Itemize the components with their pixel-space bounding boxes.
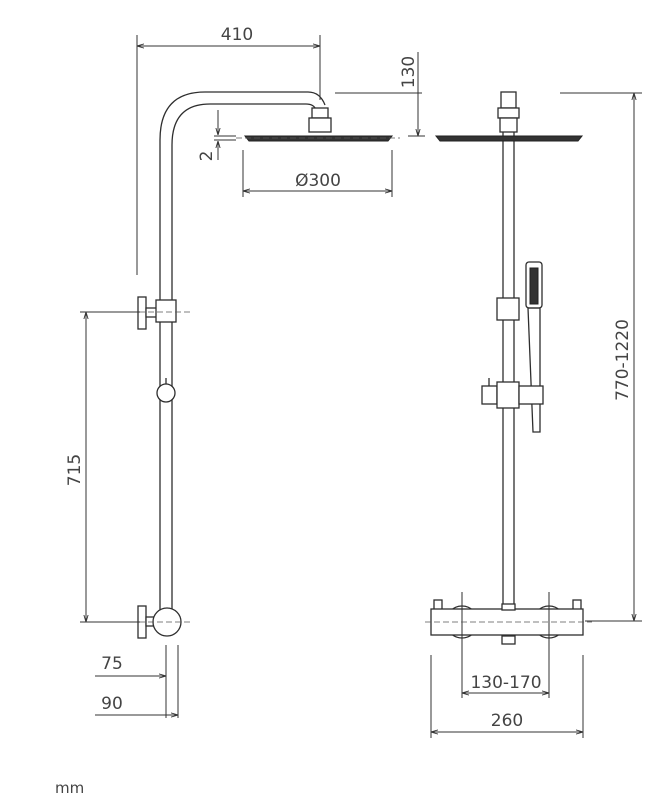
- head-connector: [311, 107, 329, 119]
- dim-130: 130: [335, 52, 425, 137]
- dim-715: 715: [65, 311, 140, 623]
- units-label: mm: [55, 779, 84, 797]
- rain-shower-head-front: [434, 135, 584, 142]
- dim-label-770-1220: 770-1220: [613, 319, 633, 401]
- hand-shower-slider: [496, 297, 520, 321]
- side-view: [130, 91, 400, 639]
- front-view: [425, 91, 592, 660]
- dim-2: 2: [197, 110, 236, 161]
- dim-label-715: 715: [65, 454, 85, 486]
- thermostatic-mixer: [425, 592, 592, 660]
- hand-shower-holder: [481, 378, 544, 409]
- dim-label-300: Ø300: [295, 171, 341, 191]
- rain-shower-head: [243, 135, 394, 142]
- dim-410: 410: [136, 25, 321, 275]
- wall-bracket-upper: [130, 296, 190, 330]
- dim-label-2: 2: [197, 151, 217, 162]
- dim-label-130-170: 130-170: [470, 673, 541, 693]
- dim-75-90: 75 90: [95, 645, 179, 718]
- dim-770-1220: 770-1220: [560, 92, 642, 622]
- dim-label-75: 75: [101, 654, 123, 674]
- dim-diameter-300: Ø300: [242, 150, 393, 197]
- dim-label-260: 260: [491, 711, 523, 731]
- riser-pipe-inner: [171, 103, 317, 620]
- slider-knob: [156, 383, 176, 403]
- dim-130-170: 130-170: [461, 660, 550, 698]
- head-connector-nut: [308, 117, 332, 133]
- hand-shower-handle: [527, 307, 541, 433]
- dim-label-90: 90: [101, 694, 123, 714]
- dim-label-130: 130: [399, 56, 419, 88]
- dim-label-410: 410: [221, 25, 253, 45]
- head-connector-front: [500, 91, 517, 109]
- dim-260: 260: [430, 655, 584, 738]
- mixer-side: [130, 605, 192, 639]
